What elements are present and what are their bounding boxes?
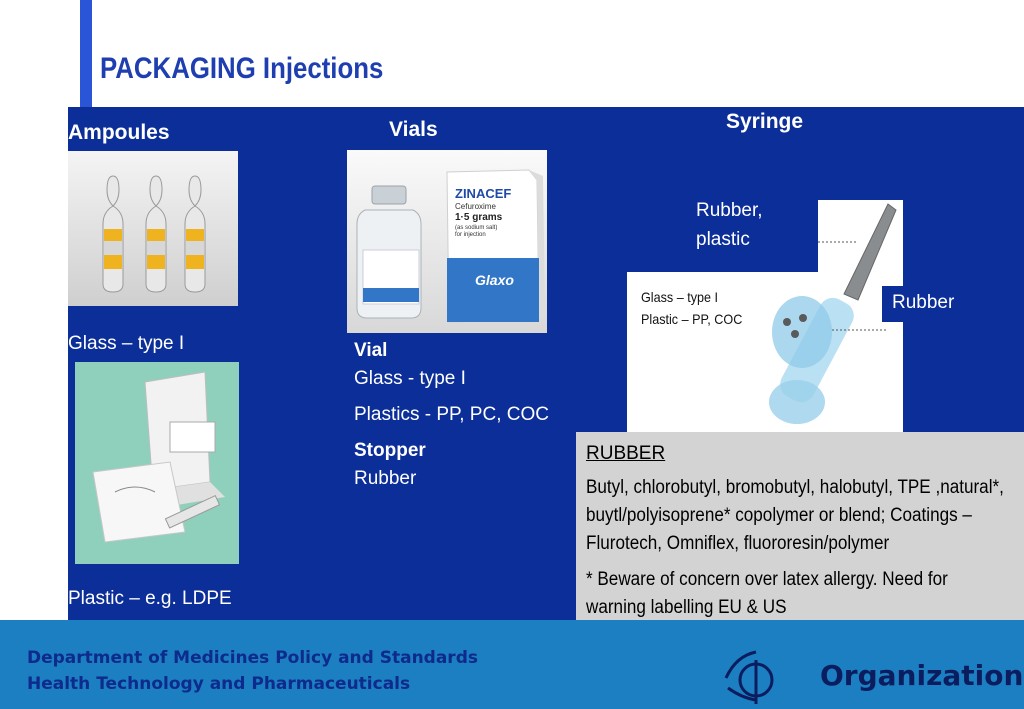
footer-department: Department of Medicines Policy and Stand… xyxy=(27,648,478,668)
rubber-latex-note: * Beware of concern over latex allergy. … xyxy=(586,569,948,618)
vial-materials: Vial Glass - type I Plastics - PP, PC, C… xyxy=(354,337,554,501)
syringe-barrel-materials: Glass – type I Plastic – PP, COC xyxy=(641,286,742,330)
syringe-needle-graphic xyxy=(818,203,897,301)
plastic-ampoules-photo xyxy=(75,362,239,564)
who-emblem-icon xyxy=(724,650,774,704)
vial-glass: Glass - type I xyxy=(354,368,466,389)
footer-org-name: Organization xyxy=(820,659,1024,692)
vial-box-maker: Glaxo xyxy=(475,272,514,288)
vial-box-salt: (as sodium salt) xyxy=(455,225,498,231)
accent-bar xyxy=(80,0,92,108)
vial-box-brand: ZINACEF xyxy=(455,186,512,201)
vials-heading: Vials xyxy=(389,118,438,141)
syringe-rubber-plastic: Rubber, plastic xyxy=(696,200,763,250)
ampoules-heading: Ampoules xyxy=(68,121,170,144)
syringe-plastic-type: Plastic – PP, COC xyxy=(641,311,743,327)
syringe-glass-type: Glass – type I xyxy=(641,289,719,305)
rubber-materials: Butyl, chlorobutyl, bromobutyl, halobuty… xyxy=(586,477,1004,554)
vial-box-dose: 1·5 grams xyxy=(455,212,503,223)
page-title: PACKAGING Injections xyxy=(100,52,384,85)
rubber-heading: RUBBER xyxy=(586,443,666,464)
vial-box-use: for injection xyxy=(455,232,486,238)
ampoules-glass-label: Glass – type I xyxy=(68,333,185,354)
footer xyxy=(0,620,1024,709)
vial-title: Vial xyxy=(354,340,388,361)
syringe-heading: Syringe xyxy=(726,110,804,133)
stopper-material: Rubber xyxy=(354,468,417,489)
vial-box-drug: Cefuroxime xyxy=(455,202,496,211)
ampoules-photo xyxy=(68,151,238,306)
syringe-rubber-label: Rubber xyxy=(882,286,974,322)
ampoules-plastic-label: Plastic – e.g. LDPE xyxy=(68,588,232,609)
stopper-title: Stopper xyxy=(354,440,426,461)
footer-unit: Health Technology and Pharmaceuticals xyxy=(27,674,411,694)
vials-photo: ZINACEF Cefuroxime 1·5 grams (as sodium … xyxy=(347,150,547,333)
vial-plastics: Plastics - PP, PC, COC xyxy=(354,404,549,425)
